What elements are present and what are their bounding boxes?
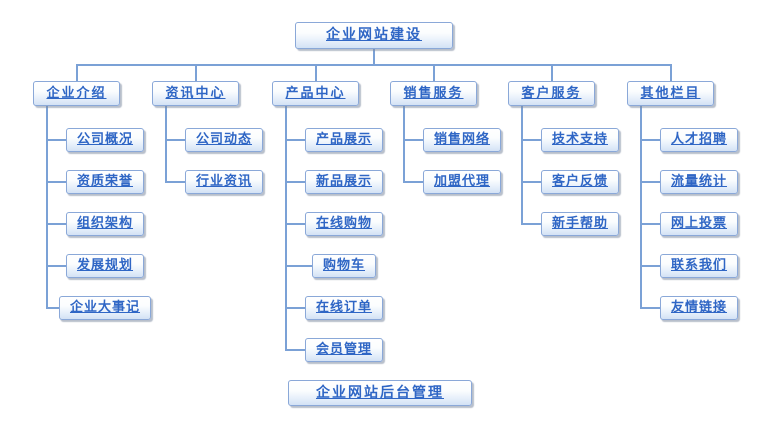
child-node[interactable]: 产品展示	[304, 128, 384, 152]
child-node[interactable]: 资质荣誉	[65, 170, 145, 194]
child-node[interactable]: 组织架构	[65, 212, 145, 236]
column-header-node[interactable]: 客户服务	[508, 81, 595, 106]
connector-line	[521, 106, 523, 225]
child-node[interactable]: 新手帮助	[540, 212, 620, 236]
connector-line	[46, 106, 48, 309]
connector-line	[640, 265, 670, 267]
column-header-node[interactable]: 其他栏目	[627, 81, 714, 106]
connector-line	[165, 106, 167, 183]
admin-node[interactable]: 企业网站后台管理	[288, 380, 472, 406]
connector-line	[373, 48, 375, 66]
connector-line	[551, 64, 553, 81]
connector-line	[640, 223, 670, 225]
connector-line	[46, 181, 76, 183]
child-node[interactable]: 人才招聘	[659, 128, 739, 152]
connector-line	[285, 265, 315, 267]
connector-line	[640, 139, 670, 141]
connector-line	[285, 307, 315, 309]
connector-line	[640, 106, 642, 309]
child-node[interactable]: 网上投票	[659, 212, 739, 236]
child-node[interactable]: 销售网络	[422, 128, 502, 152]
child-node[interactable]: 企业大事记	[58, 296, 152, 320]
connector-line	[285, 139, 315, 141]
column-header-node[interactable]: 销售服务	[390, 81, 477, 106]
child-node[interactable]: 新品展示	[304, 170, 384, 194]
connector-line	[403, 106, 405, 183]
connector-line	[46, 139, 76, 141]
connector-line	[46, 223, 76, 225]
connector-line	[46, 265, 76, 267]
column-header-node[interactable]: 资讯中心	[152, 81, 239, 106]
connector-line	[640, 181, 670, 183]
connector-line	[521, 181, 551, 183]
child-node[interactable]: 友情链接	[659, 296, 739, 320]
connector-line	[285, 181, 315, 183]
column-header-node[interactable]: 企业介绍	[33, 81, 120, 106]
child-node[interactable]: 公司动态	[184, 128, 264, 152]
child-node[interactable]: 购物车	[311, 254, 377, 278]
connector-line	[403, 139, 433, 141]
root-node[interactable]: 企业网站建设	[295, 22, 453, 49]
connector-line	[433, 64, 435, 81]
child-node[interactable]: 会员管理	[304, 338, 384, 362]
connector-line	[521, 139, 551, 141]
child-node[interactable]: 流量统计	[659, 170, 739, 194]
connector-line	[670, 64, 672, 81]
connector-line	[285, 349, 315, 351]
child-node[interactable]: 发展规划	[65, 254, 145, 278]
connector-line	[76, 64, 78, 81]
child-node[interactable]: 加盟代理	[422, 170, 502, 194]
child-node[interactable]: 在线订单	[304, 296, 384, 320]
connector-line	[76, 64, 672, 66]
child-node[interactable]: 公司概况	[65, 128, 145, 152]
child-node[interactable]: 技术支持	[540, 128, 620, 152]
connector-line	[195, 64, 197, 81]
connector-line	[521, 223, 551, 225]
child-node[interactable]: 客户反馈	[540, 170, 620, 194]
connector-line	[315, 64, 317, 81]
connector-line	[640, 307, 670, 309]
connector-line	[285, 223, 315, 225]
connector-line	[403, 181, 433, 183]
connector-line	[165, 181, 195, 183]
column-header-node[interactable]: 产品中心	[272, 81, 359, 106]
connector-line	[285, 106, 287, 351]
connector-line	[165, 139, 195, 141]
child-node[interactable]: 在线购物	[304, 212, 384, 236]
child-node[interactable]: 行业资讯	[184, 170, 264, 194]
child-node[interactable]: 联系我们	[659, 254, 739, 278]
